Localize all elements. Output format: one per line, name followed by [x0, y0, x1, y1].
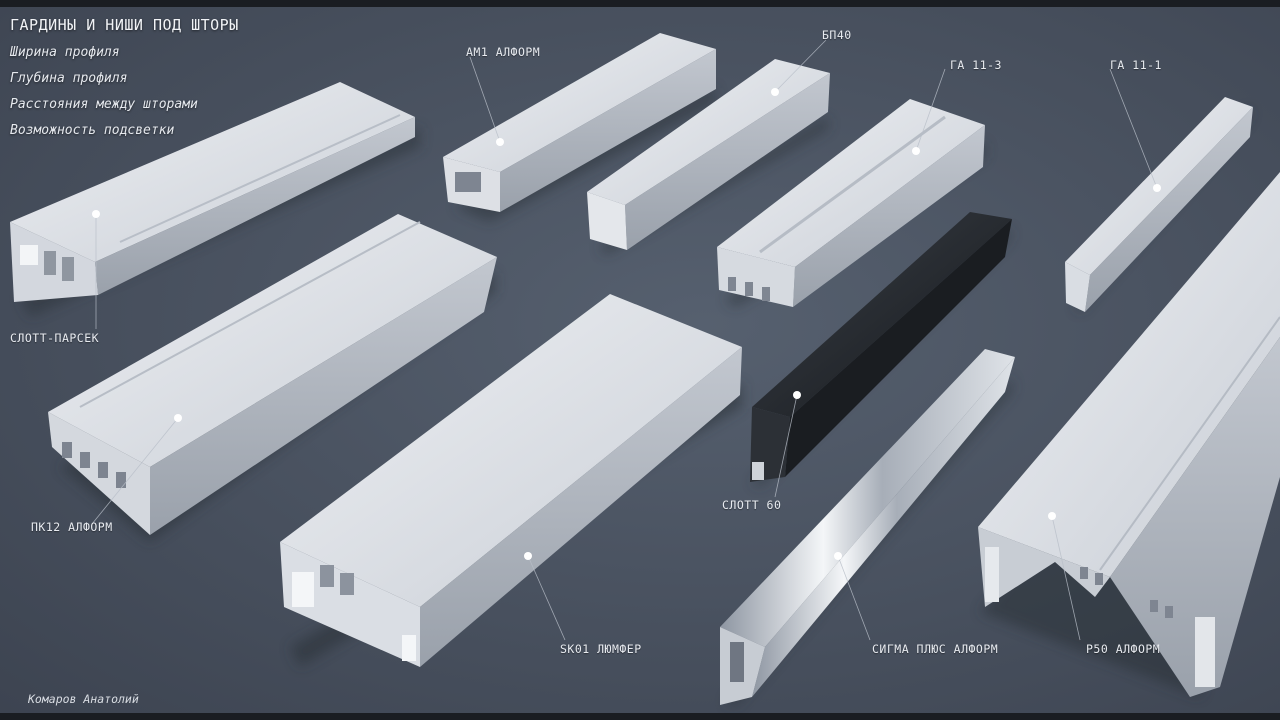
label-ga11-1: ГА 11-1	[1110, 58, 1162, 72]
label-slott-parsek: СЛОТТ-ПАРСЕК	[10, 331, 100, 345]
render-scene: ГАРДИНЫ И НИШИ ПОД ШТОРЫ Ширина профиля …	[0, 7, 1280, 713]
feature-width: Ширина профиля	[10, 45, 120, 60]
profiles-render	[0, 7, 1280, 713]
profile-bp40	[587, 59, 830, 255]
profile-slott-parsek	[10, 82, 420, 317]
profile-slott60	[750, 212, 1012, 487]
profile-pk12	[48, 214, 497, 542]
profile-am1	[443, 33, 716, 222]
feature-lighting: Возможность подсветки	[10, 123, 175, 138]
label-am1: АМ1 АЛФОРМ	[466, 45, 541, 59]
label-slott60: СЛОТТ 60	[722, 498, 782, 512]
label-sigma: СИГМА ПЛЮС АЛФОРМ	[872, 642, 999, 656]
page-title: ГАРДИНЫ И НИШИ ПОД ШТОРЫ	[10, 16, 239, 34]
label-pk12: ПК12 АЛФОРМ	[31, 520, 113, 534]
author-signature: Комаров Анатолий	[28, 692, 139, 706]
feature-depth: Глубина профиля	[10, 71, 128, 86]
label-ga11-3: ГА 11-3	[950, 58, 1002, 72]
feature-distance: Расстояния между шторами	[10, 97, 198, 112]
marker-dots	[92, 88, 1161, 560]
profile-ga11-3	[717, 99, 985, 307]
profile-sigma	[720, 349, 1015, 707]
profile-p50	[978, 172, 1280, 697]
profile-sk01	[280, 294, 742, 667]
label-bp40: БП40	[822, 28, 852, 42]
leader-lines	[91, 39, 1158, 641]
label-p50: Р50 АЛФОРМ	[1086, 642, 1161, 656]
label-sk01: SK01 ЛЮМФЕР	[560, 642, 642, 656]
